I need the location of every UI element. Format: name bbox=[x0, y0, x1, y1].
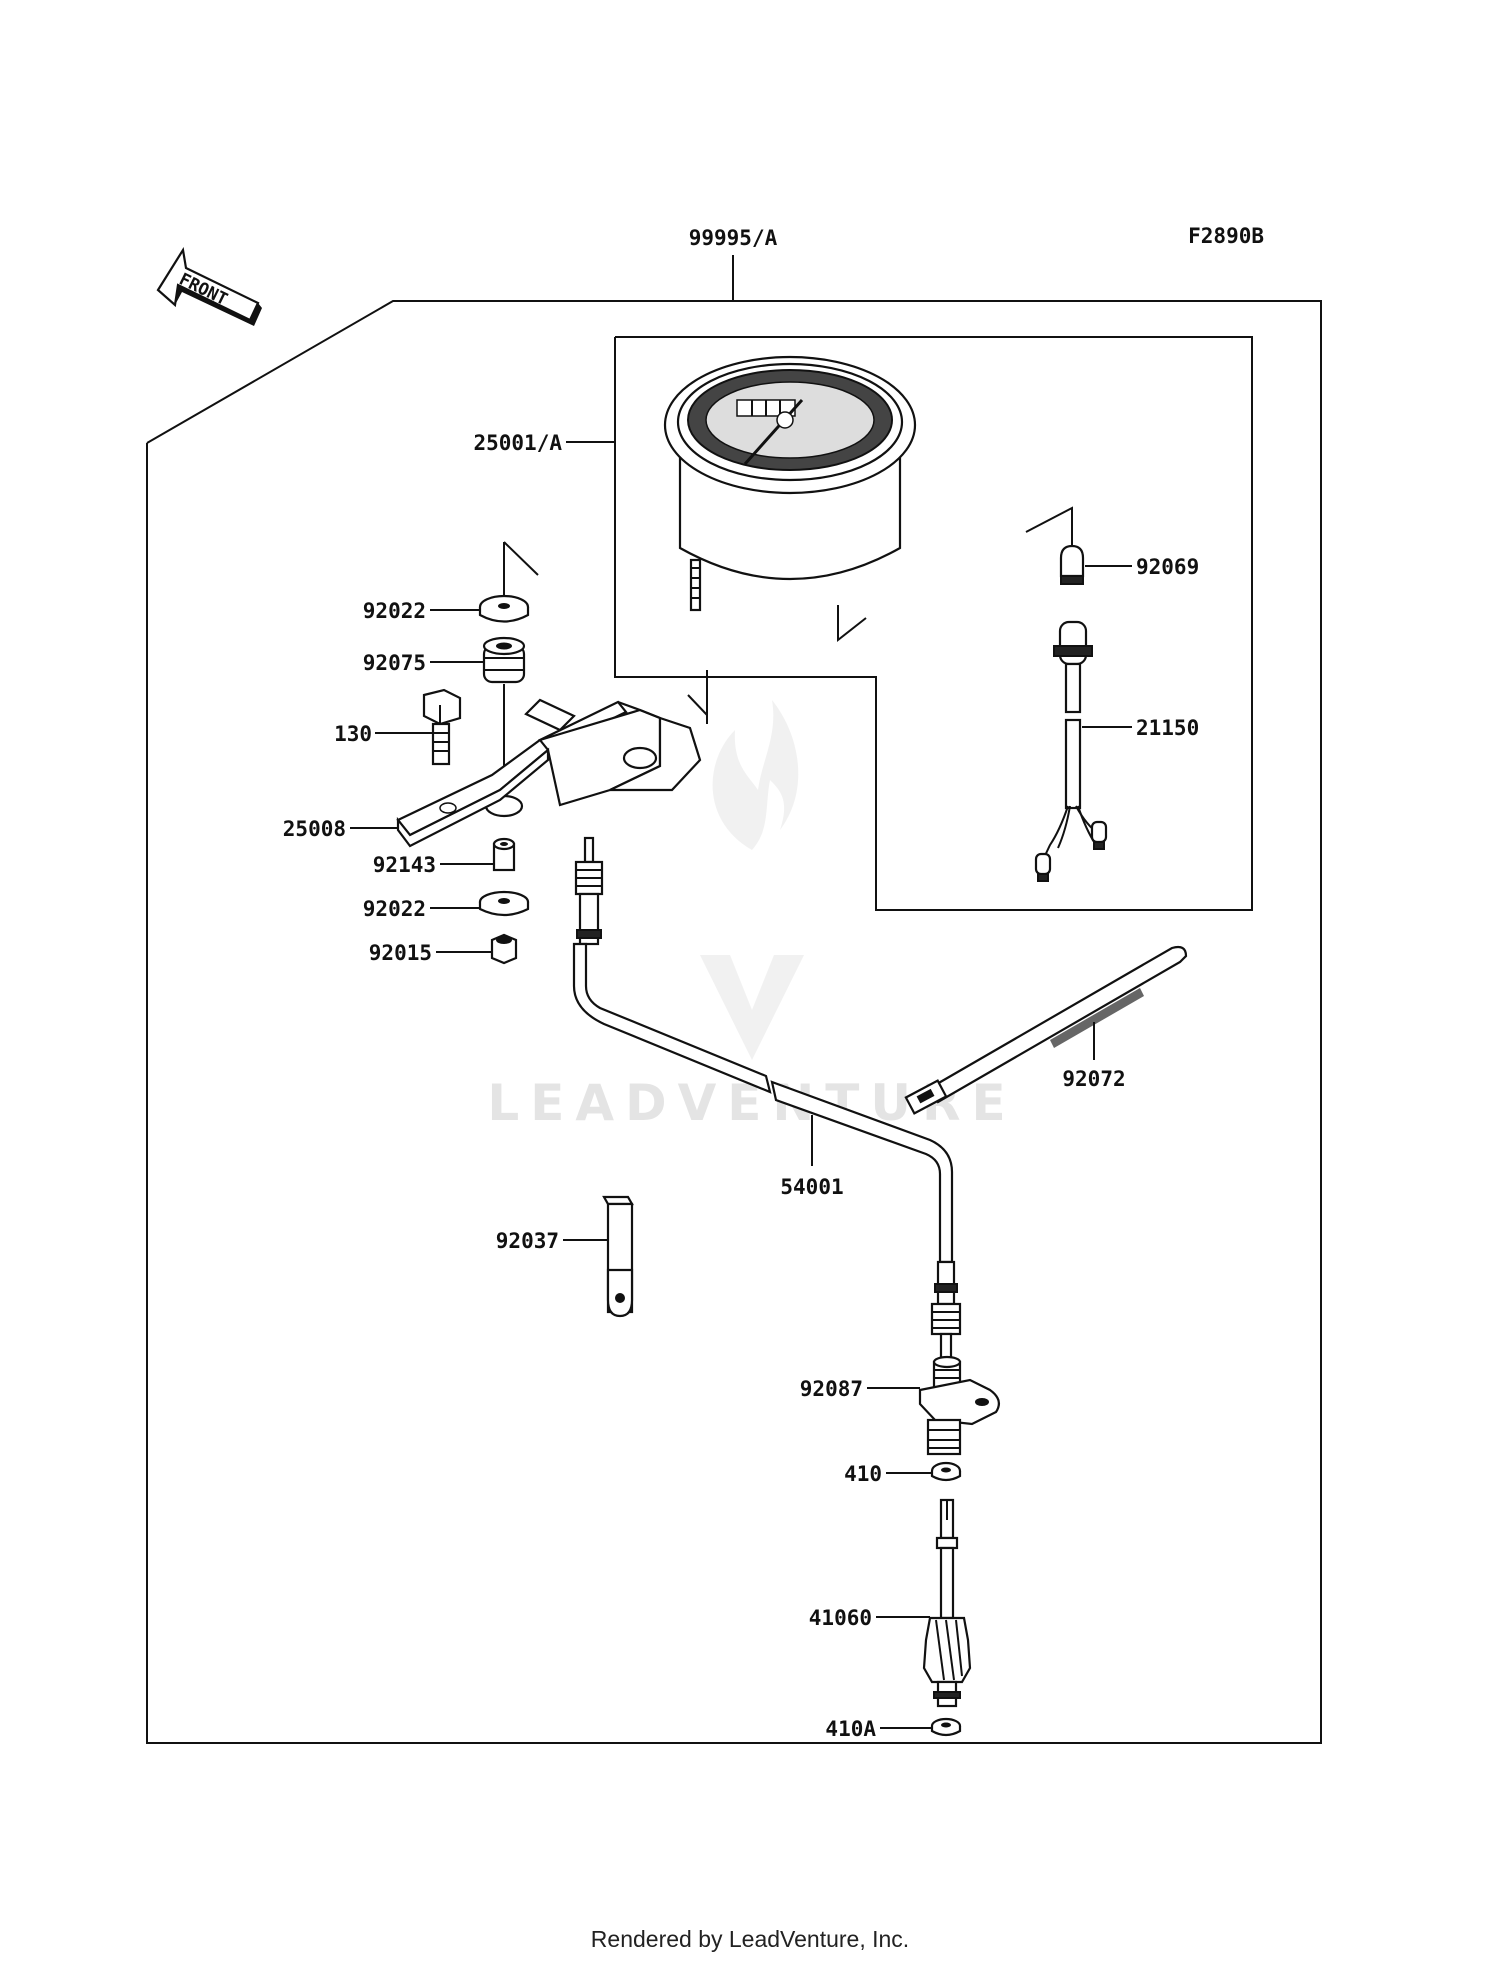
callout-25008: 25008 bbox=[283, 817, 346, 841]
bulb-socket-harness bbox=[1034, 620, 1108, 882]
footer-credit: Rendered by LeadVenture, Inc. bbox=[590, 1926, 910, 1952]
collar bbox=[492, 837, 516, 872]
figure-code: F2890B bbox=[1188, 224, 1264, 248]
callout-92015: 92015 bbox=[369, 941, 432, 965]
bolt bbox=[422, 688, 462, 766]
callout-92087: 92087 bbox=[800, 1377, 863, 1401]
washer-top bbox=[478, 594, 530, 623]
callout-92072: 92072 bbox=[1062, 1067, 1125, 1091]
callout-92075: 92075 bbox=[363, 651, 426, 675]
speedometer-gear-housing bbox=[918, 1355, 1001, 1456]
rubber-damper bbox=[482, 636, 526, 684]
speedometer-cable bbox=[572, 836, 962, 1364]
assembly-outline bbox=[146, 300, 1322, 1744]
callout-21150: 21150 bbox=[1136, 716, 1199, 740]
o-ring bbox=[930, 1461, 962, 1482]
meter-bracket bbox=[396, 698, 702, 848]
nut bbox=[490, 933, 518, 965]
callout-92022-top: 92022 bbox=[363, 599, 426, 623]
meter-assembly-outline bbox=[614, 336, 1253, 911]
callout-41060: 41060 bbox=[809, 1606, 872, 1630]
washer-bottom bbox=[478, 890, 530, 917]
callout-99995-a: 99995/A bbox=[689, 226, 778, 250]
o-ring-a bbox=[930, 1717, 962, 1737]
cable-band bbox=[904, 945, 1188, 1115]
front-arrow-icon bbox=[156, 246, 262, 326]
bulb bbox=[1059, 544, 1085, 585]
callout-54001: 54001 bbox=[780, 1175, 843, 1199]
callout-92037: 92037 bbox=[496, 1229, 559, 1253]
callout-92069: 92069 bbox=[1136, 555, 1199, 579]
cable-clamp bbox=[602, 1195, 634, 1318]
speedometer-meter bbox=[663, 355, 917, 612]
callout-410: 410 bbox=[844, 1462, 882, 1486]
callout-92022-bottom: 92022 bbox=[363, 897, 426, 921]
callout-25001-a: 25001/A bbox=[473, 431, 562, 455]
watermark-logo bbox=[700, 700, 804, 1060]
speedometer-pinion bbox=[922, 1498, 972, 1708]
callout-130: 130 bbox=[334, 722, 372, 746]
callout-410a: 410A bbox=[825, 1717, 876, 1741]
callout-92143: 92143 bbox=[373, 853, 436, 877]
